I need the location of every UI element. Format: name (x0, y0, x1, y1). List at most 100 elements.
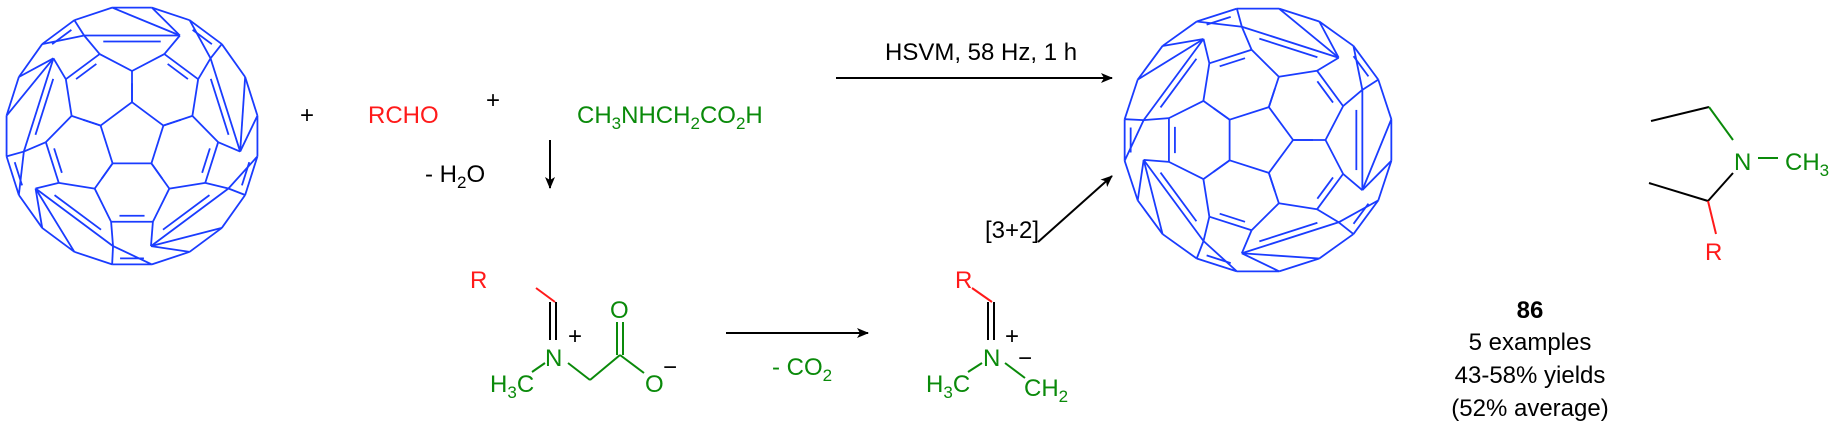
carbon-bond (1241, 252, 1320, 260)
carbon-bond (1352, 45, 1364, 91)
carbon-bond (1278, 257, 1320, 273)
average-yield: (52% average) (1451, 395, 1608, 422)
double-bond (1159, 172, 1198, 222)
carbon-bond (35, 187, 114, 247)
carbon-bond (5, 57, 55, 117)
carbon-bond (74, 6, 113, 22)
double-bond (53, 194, 102, 231)
carbon-bond (1241, 229, 1253, 254)
carbon-bond (1338, 221, 1355, 235)
carbon-bond (1162, 233, 1198, 260)
carbon-bond (1202, 240, 1238, 273)
carbon-bond (1202, 38, 1211, 64)
carbon-bond (1229, 159, 1270, 174)
carbon-bond (169, 181, 206, 190)
double-bond (1268, 172, 1276, 192)
carbon-bond (83, 34, 101, 55)
double-bond (34, 78, 55, 136)
carbon-bond (1318, 233, 1354, 260)
carbon-bond (228, 187, 246, 196)
double-bond (13, 161, 23, 186)
double-bond (201, 148, 211, 174)
carbon-bond (64, 79, 73, 117)
carbon-bond (1196, 20, 1242, 28)
carbon-bond (1316, 208, 1340, 224)
carbon-bond (1143, 158, 1169, 163)
carbon-bond (58, 181, 95, 190)
carbon-bond (100, 101, 133, 127)
carbon-bond (1162, 38, 1204, 47)
carbon-bond (1324, 139, 1344, 175)
methylene-group: CH2 (1024, 375, 1068, 406)
double-bond (1212, 159, 1230, 173)
double-bond (53, 148, 63, 174)
nitrogen: N (545, 345, 562, 372)
double-bond (75, 63, 97, 80)
carbon-bond (35, 181, 59, 190)
carbon-bond (1136, 199, 1164, 235)
carbon-bond (34, 188, 76, 253)
carbon-bond (1229, 106, 1270, 121)
carbon-bond (204, 141, 220, 184)
carboxylate-oxygen: O (645, 371, 664, 398)
plus-sign: + (486, 87, 500, 114)
carbon-bond (1316, 56, 1340, 72)
carbon-bond (150, 125, 165, 164)
double-bond (51, 29, 72, 45)
carbon-bond (1142, 38, 1205, 121)
carbon-bond (1250, 49, 1280, 78)
double-bond (1212, 107, 1230, 121)
double-bond (1352, 203, 1370, 225)
carbon-bond (1136, 45, 1164, 81)
carbon-bond (1318, 21, 1340, 59)
carbon-bond (1143, 117, 1169, 122)
carbon-bond (150, 227, 223, 247)
carbon-bond (42, 34, 85, 45)
carbon-bond (1241, 25, 1339, 59)
carbon-bond (1241, 221, 1339, 255)
nitrogen: N (983, 345, 1000, 372)
double-bond (241, 161, 251, 186)
carbon-bond (1352, 45, 1380, 81)
carbon-bond (1268, 139, 1294, 174)
double-bond (1268, 88, 1276, 108)
carbon-bond (150, 187, 229, 247)
r-group: R (470, 267, 487, 294)
carbon-bond (65, 53, 101, 80)
carbon-bond (1137, 38, 1204, 81)
double-bond (100, 162, 114, 180)
carbon-bond (1361, 160, 1392, 191)
carbon-bond (131, 101, 164, 127)
carbon-bond (1316, 70, 1344, 107)
carbon-bond (189, 19, 223, 45)
carbon-bond (1168, 100, 1204, 119)
carbon-bond (227, 155, 259, 190)
carbon-bond (197, 57, 212, 80)
carbon-bond (1316, 173, 1344, 210)
double-bond (1159, 58, 1198, 108)
carbon-bond (239, 115, 259, 152)
double-bond (209, 78, 230, 136)
negative-charge: − (1018, 345, 1032, 372)
carbon-bond (1195, 240, 1205, 259)
carbon-bond (205, 181, 229, 190)
carbon-bond (191, 115, 219, 143)
carbon-bond (1377, 79, 1393, 120)
carbon-bond (217, 141, 241, 153)
carbon-bond (1318, 20, 1354, 47)
carbon-bond (1352, 199, 1380, 235)
carbon-bond (18, 43, 43, 78)
carbon-bond (6, 150, 25, 158)
fullerene-c60-product-core (1123, 7, 1393, 273)
carbon-bond (99, 53, 133, 72)
carbon-bond (191, 79, 200, 117)
carbon-bond (209, 58, 242, 152)
carbon-bond (1162, 20, 1198, 47)
carbon-bond (1136, 159, 1145, 201)
double-bond (1316, 176, 1334, 200)
carbon-bond (1142, 159, 1205, 242)
carbon-bond (1278, 202, 1318, 211)
double-bond (1206, 16, 1232, 26)
carbon-bond (150, 221, 154, 247)
